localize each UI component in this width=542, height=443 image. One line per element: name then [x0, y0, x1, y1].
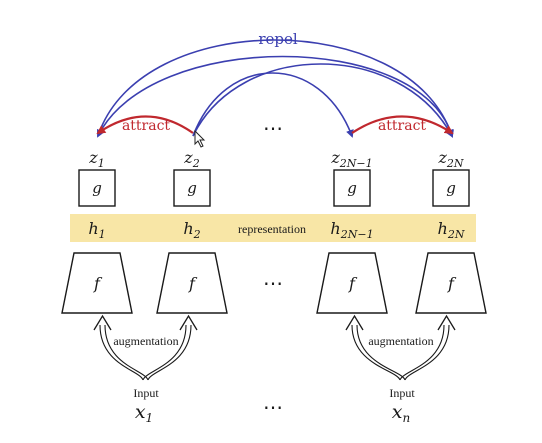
z-label-4: z2N: [437, 148, 463, 170]
g-box-1: [78, 169, 116, 207]
input-x1-sub: 1: [146, 411, 154, 425]
augmentation-arrows-right: [345, 314, 456, 381]
f-encoder-4: [415, 252, 487, 314]
z-sub-1: 1: [98, 157, 105, 170]
top-ellipsis: ⋯: [263, 116, 283, 140]
f-encoder-1: [61, 252, 133, 314]
repel-arcs: [97, 39, 454, 138]
attract-label-right: attract: [378, 118, 426, 134]
z-sub-4: 2N: [446, 157, 464, 170]
input-label-1: Input: [133, 386, 159, 400]
attract-arc-right: [351, 115, 454, 135]
z-base-3: z: [330, 148, 340, 167]
f-label-1: f: [93, 274, 103, 293]
middle-ellipsis: ⋯: [263, 271, 283, 295]
representation-band: [70, 214, 476, 242]
input-x1-base: x: [135, 401, 146, 423]
mouse-cursor-icon: [194, 129, 206, 148]
g-heads: [78, 169, 470, 207]
h-label-1: h1: [88, 219, 105, 241]
f-label-4: f: [447, 274, 457, 293]
attract-arc-left: [96, 115, 194, 135]
h-sub-2: 2: [193, 228, 201, 241]
input-label-2: Input: [389, 386, 415, 400]
augmentation-label-right: augmentation: [368, 334, 433, 348]
h-base-2: h: [183, 219, 193, 238]
h-label-4: h2N: [438, 219, 465, 241]
g-box-2: [173, 169, 211, 207]
input-xn-sub: n: [402, 411, 410, 425]
h-label-3: h2N−1: [330, 219, 373, 241]
h-base-3: h: [330, 219, 340, 238]
z-base-2: z: [183, 148, 193, 167]
bottom-ellipsis: ⋯: [263, 395, 283, 419]
g-label-2: g: [187, 179, 197, 197]
augmentation-arrows-left: [93, 314, 198, 381]
repel-arc-z1-z2N: [97, 39, 454, 138]
g-label-3: g: [347, 179, 357, 197]
repel-arc-z2-z2N: [192, 63, 453, 138]
z-label-1: z1: [88, 148, 104, 170]
repel-arc-z2N-z1: [97, 55, 453, 138]
z-base-1: z: [88, 148, 98, 167]
g-box-4: [432, 169, 470, 207]
attract-arcs: [96, 115, 454, 135]
repel-label: repel: [258, 30, 298, 48]
f-encoder-2: [156, 252, 228, 314]
repel-arc-z2-z2N-1: [192, 72, 354, 138]
h-base-4: h: [438, 219, 448, 238]
h-base-1: h: [88, 219, 98, 238]
z-label-2: z2: [183, 148, 199, 170]
f-label-2: f: [188, 274, 198, 293]
input-xn-base: x: [392, 401, 403, 423]
z-sub-2: 2: [192, 157, 200, 170]
input-x1: x1: [135, 401, 153, 425]
g-box-3: [333, 169, 371, 207]
attract-label-left: attract: [122, 118, 170, 134]
f-label-3: f: [348, 274, 358, 293]
h-sub-3: 2N−1: [340, 228, 374, 241]
h-sub-1: 1: [99, 228, 106, 241]
g-label-1: g: [92, 179, 102, 197]
representation-label: representation: [238, 222, 306, 236]
z-label-3: z2N−1: [330, 148, 372, 170]
augmentation-label-left: augmentation: [113, 334, 178, 348]
z-sub-3: 2N−1: [339, 157, 373, 170]
f-encoder-3: [316, 252, 388, 314]
input-xn: xn: [392, 401, 410, 425]
h-sub-4: 2N: [447, 228, 465, 241]
f-encoders: [61, 252, 487, 314]
h-label-2: h2: [183, 219, 200, 241]
z-base-4: z: [437, 148, 447, 167]
g-label-4: g: [446, 179, 456, 197]
